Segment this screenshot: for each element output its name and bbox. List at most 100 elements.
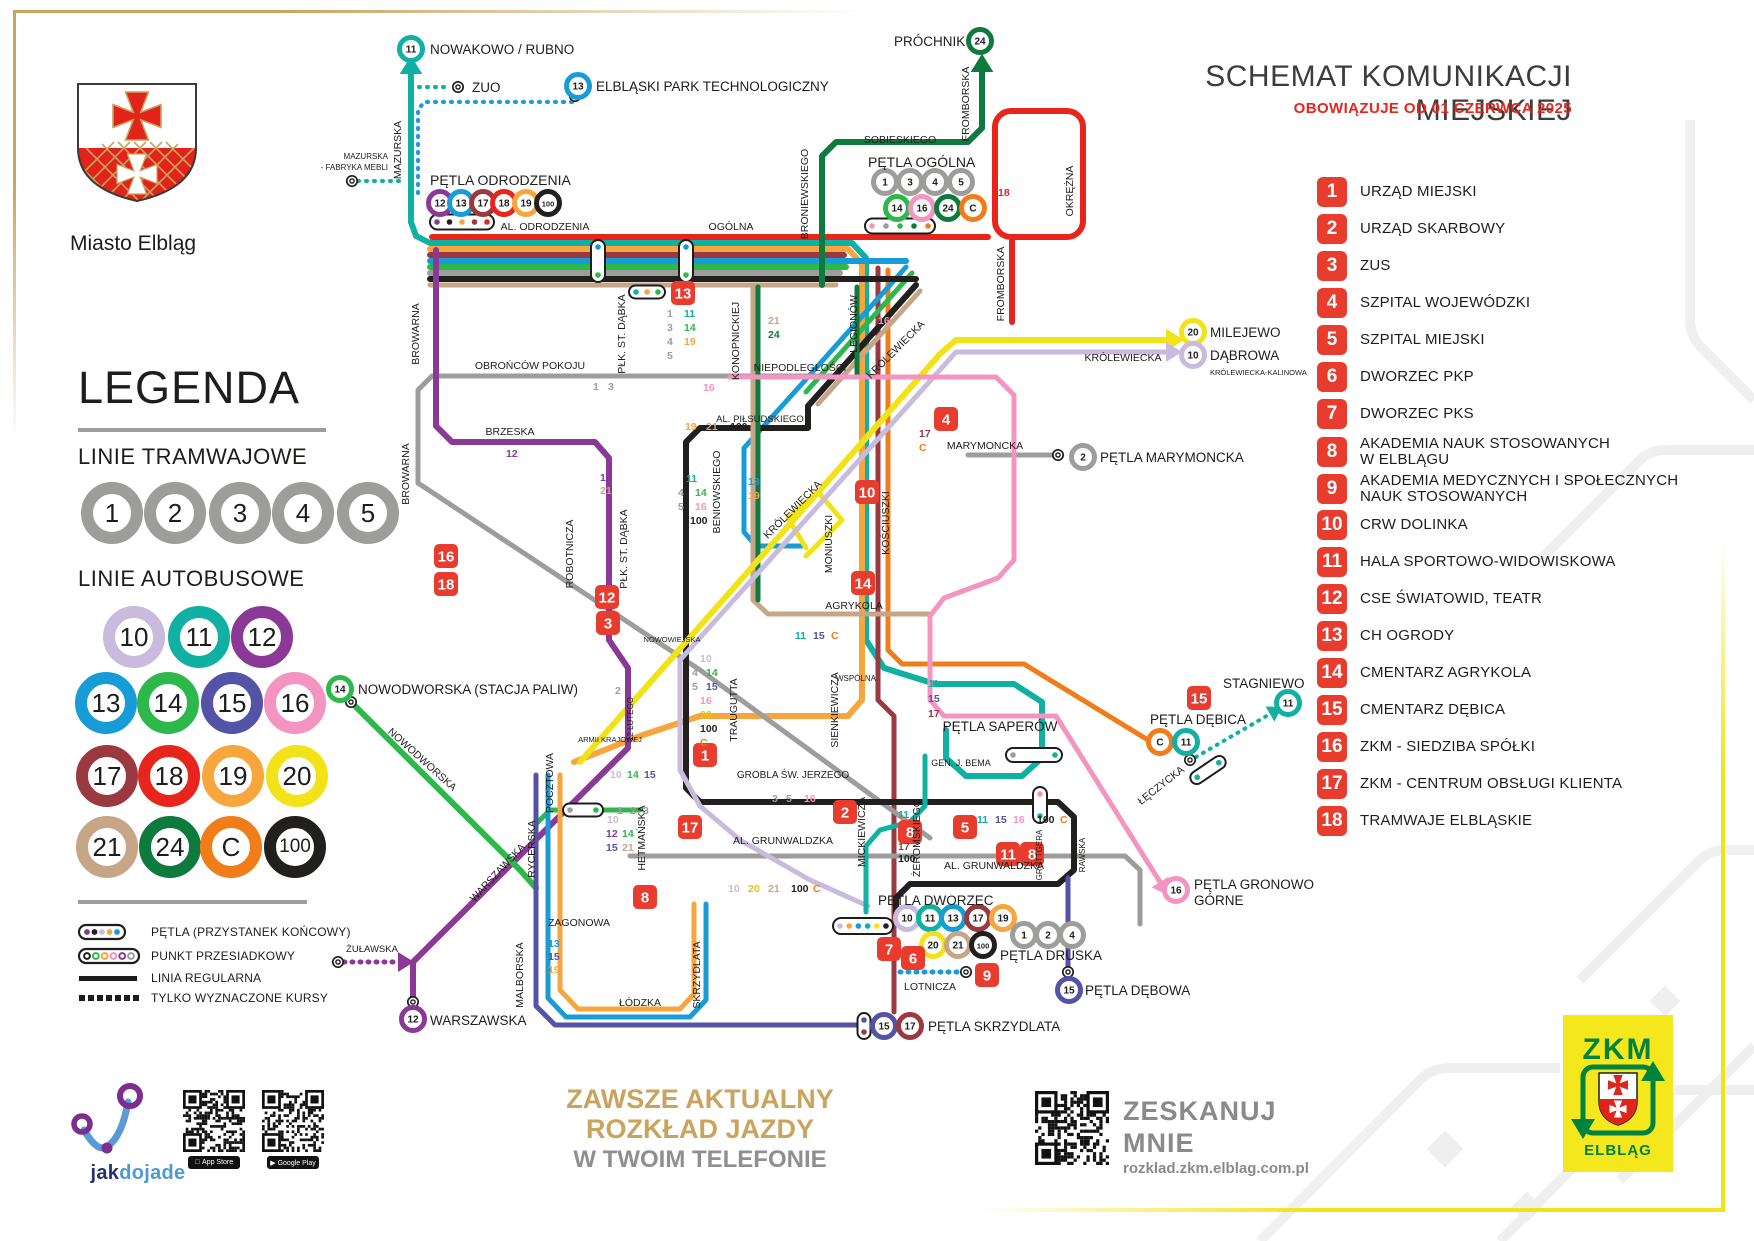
line-terminal-circle (534, 189, 562, 217)
poi-item-4: 4 SZPITAL WOJEWÓDZKI (1317, 288, 1530, 318)
map-label: 11 (977, 814, 988, 826)
store-badge-googleplay: ▶ Google Play (267, 1156, 319, 1169)
poi-map-badge (898, 820, 922, 844)
svg-text:16: 16 (438, 549, 455, 566)
poi-badge-11: 11 (1317, 547, 1347, 577)
map-label: MALBORSKA (514, 942, 526, 1007)
legend-line-17: 17 (76, 745, 138, 807)
map-label: 3 (643, 805, 649, 817)
store-badge-appstore:  App Store (188, 1156, 240, 1169)
poi-badge-7: 7 (1317, 399, 1347, 429)
legend-line-12: 12 (231, 606, 293, 668)
poi-label: URZĄD MIEJSKI (1360, 183, 1477, 201)
line-terminal-circle (947, 168, 975, 196)
map-label: PĘTLA DĘBOWA (1085, 983, 1190, 998)
map-label: 100 (690, 515, 708, 527)
map-label: SOBIESKIEGO (864, 134, 936, 146)
route-line (416, 95, 577, 196)
line-terminal-circle (989, 904, 1017, 932)
poi-map-badge (1187, 686, 1211, 710)
poi-badge-4: 4 (1317, 288, 1347, 318)
map-label: 14 (627, 769, 639, 781)
map-label: ROBOTNICZA (564, 520, 576, 589)
map-label: ZUO (472, 80, 501, 95)
map-label: 5 (786, 793, 792, 805)
poi-label: SZPITAL WOJEWÓDZKI (1360, 294, 1531, 312)
map-label: 15 (706, 681, 718, 693)
poi-map-badge (1020, 842, 1044, 866)
zkm-arrow-down (1571, 1119, 1595, 1139)
map-label: PRÓCHNIK (894, 34, 965, 49)
route-line (741, 264, 909, 549)
map-label: 5 (667, 350, 673, 362)
svg-text:18: 18 (498, 199, 510, 210)
map-label: PĘTLA GRONOWO (1194, 877, 1314, 892)
poi-badge-14: 14 (1317, 658, 1347, 688)
map-label: 16 (804, 793, 816, 805)
svg-text:17: 17 (972, 914, 984, 925)
legend-divider-1 (78, 428, 326, 432)
poi-badge-8: 8 (1317, 436, 1347, 467)
poi-item-11: 11 HALA SPORTOWO-WIDOWISKOWA (1317, 547, 1616, 577)
legend-line-5: 5 (337, 482, 399, 544)
map-label: 15 (813, 630, 825, 642)
legend-line-21: 21 (76, 816, 138, 878)
route-line (750, 284, 933, 617)
svg-text:100: 100 (977, 942, 990, 951)
frame-gold-top (16, 10, 866, 13)
map-label: BENIOWSKIEGO (711, 451, 723, 534)
map-label: 3 (772, 793, 778, 805)
map-label: RAWSKA (1078, 837, 1087, 872)
map-label: ŻUŁAWSKA (346, 944, 399, 955)
map-label: KRÓLEWIECKA-KALINOWA (1210, 368, 1307, 377)
route-arrow (399, 55, 423, 74)
map-label: PĘTLA DWORZEC (878, 893, 994, 908)
legend-line-18: 18 (138, 745, 200, 807)
line-terminal-circle (1274, 689, 1302, 717)
map-label: 100 (1037, 814, 1055, 826)
svg-text:ELBLĄG: ELBLĄG (1584, 1142, 1652, 1159)
svg-text:7: 7 (885, 942, 893, 959)
svg-text:11: 11 (1000, 847, 1016, 864)
map-label: AL. GRUNWALDZKA (733, 835, 833, 847)
poi-map-badge (934, 407, 958, 431)
map-label: 10 (607, 814, 619, 826)
svg-text:24: 24 (974, 37, 986, 48)
map-label: 1 (593, 381, 599, 393)
poi-badge-1: 1 (1317, 177, 1347, 207)
line-terminal-circle (1058, 921, 1086, 949)
line-terminal-circle (1146, 728, 1174, 756)
svg-text:11: 11 (406, 45, 417, 56)
map-label: ŻEROMSKIEGO (910, 799, 923, 877)
map-label: 17 (919, 428, 931, 440)
poi-label: HALA SPORTOWO-WIDOWISKOWA (1360, 553, 1616, 571)
svg-text:5: 5 (958, 178, 964, 189)
route-line (557, 772, 697, 1012)
interchange-pill (1189, 754, 1227, 786)
svg-text:4: 4 (932, 178, 938, 189)
poi-map-badge (678, 815, 702, 839)
route-line (427, 246, 865, 765)
poi-label: CMENTARZ AGRYKOLA (1360, 664, 1532, 682)
map-label: TRAUGUTTA (728, 678, 740, 741)
map-label: KOŚCIUSZKI (879, 491, 892, 555)
map-label: ŁÓDZKA (619, 996, 661, 1009)
frame-yellow-right (1721, 540, 1725, 1212)
line-terminal-circle (1055, 976, 1083, 1004)
svg-text:4: 4 (1069, 931, 1075, 942)
route-line (863, 753, 928, 915)
map-label: 4 (692, 667, 698, 679)
map-label: 21 (768, 315, 780, 327)
svg-text:13: 13 (572, 82, 584, 93)
svg-text:10: 10 (859, 485, 876, 502)
stop-ring (1051, 448, 1065, 462)
map-label: ZAGONOWA (548, 917, 610, 929)
map-label: BROWARNA (400, 443, 412, 504)
line-terminal-circle (1069, 443, 1097, 471)
poi-label: ZKM - SIEDZIBA SPÓŁKI (1360, 738, 1536, 756)
poi-item-14: 14 CMENTARZ AGRYKOLA (1317, 658, 1531, 688)
